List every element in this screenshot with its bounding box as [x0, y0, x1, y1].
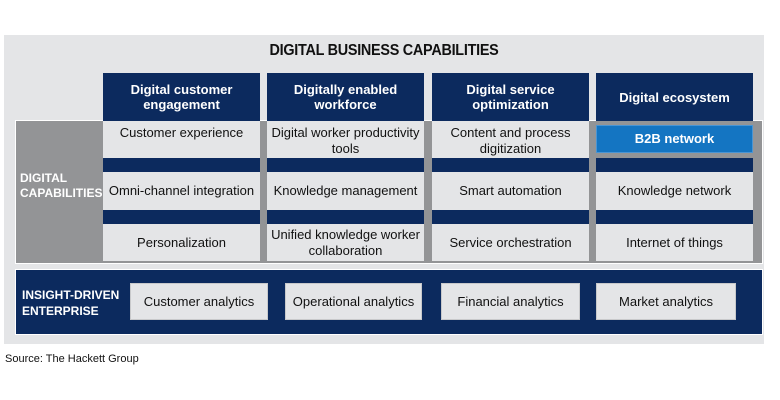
- analytics-box: Financial analytics: [441, 283, 580, 320]
- digital-capabilities-label: DIGITAL CAPABILITIES: [20, 171, 102, 201]
- insight-driven-label: INSIGHT-DRIVEN ENTERPRISE: [22, 287, 119, 319]
- column-header: Digital service optimization: [432, 73, 589, 121]
- label-line: DIGITAL: [20, 171, 68, 185]
- capability-cell: Knowledge management: [267, 172, 424, 210]
- label-line: INSIGHT-DRIVEN: [22, 288, 120, 302]
- row-divider: [267, 158, 424, 172]
- capability-cell: Digital worker productivity tools: [267, 121, 424, 158]
- capability-cell: Content and process digitization: [432, 121, 589, 158]
- capability-cell: Omni-channel integration: [103, 172, 260, 210]
- source-note: Source: The Hackett Group: [5, 353, 139, 365]
- row-divider: [596, 210, 753, 224]
- label-line: ENTERPRISE: [22, 304, 99, 318]
- capability-cell: Internet of things: [596, 224, 753, 261]
- row-divider: [432, 210, 589, 224]
- capability-cell: B2B network: [596, 125, 753, 153]
- column-header: Digital customer engagement: [103, 73, 260, 121]
- row-divider: [596, 158, 753, 172]
- capability-cell: Customer experience: [103, 121, 260, 158]
- analytics-box: Market analytics: [596, 283, 736, 320]
- column-header: Digitally enabled workforce: [267, 73, 424, 121]
- row-divider: [103, 210, 260, 224]
- row-divider: [267, 210, 424, 224]
- row-divider: [103, 158, 260, 172]
- analytics-box: Operational analytics: [285, 283, 422, 320]
- row-divider: [432, 158, 589, 172]
- capability-cell: Smart automation: [432, 172, 589, 210]
- column-header: Digital ecosystem: [596, 73, 753, 121]
- diagram-title: DIGITAL BUSINESS CAPABILITIES: [269, 42, 499, 59]
- capability-cell: Personalization: [103, 224, 260, 261]
- analytics-box: Customer analytics: [130, 283, 268, 320]
- capability-cell: Service orchestration: [432, 224, 589, 261]
- capability-cell: Knowledge network: [596, 172, 753, 210]
- capability-cell: Unified knowledge worker collaboration: [267, 224, 424, 261]
- label-line: CAPABILITIES: [20, 186, 103, 200]
